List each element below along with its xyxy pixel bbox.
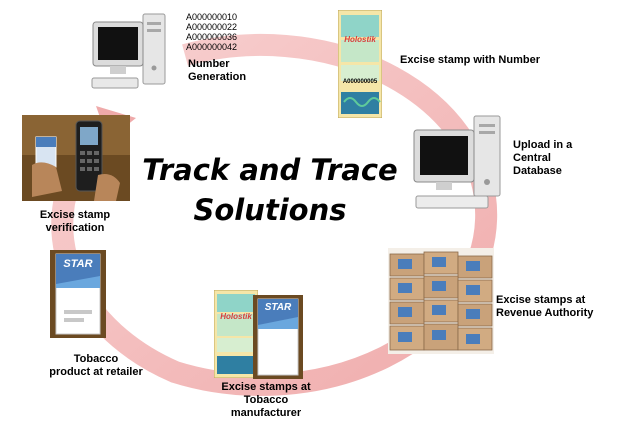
handheld-scanner-photo xyxy=(22,115,130,201)
manufacturer-stamp-image xyxy=(214,290,258,378)
stacked-boxes-image xyxy=(388,248,494,354)
manufacturer-stamp-brand: Holostik xyxy=(220,312,252,321)
stamp-brand-text: Holostik xyxy=(344,35,376,44)
step-label-tobacco-manufacturer: Excise stamps at Tobacco manufacturer xyxy=(221,381,311,419)
number-code: A000000042 xyxy=(186,42,238,52)
cigarette-pack-image xyxy=(253,295,303,379)
step-label-verification: Excise stamp verification xyxy=(39,209,111,234)
retailer-pack-brand: STAR xyxy=(63,258,93,270)
database-computer-icon xyxy=(413,115,501,209)
step-label-retailer: Tobacco product at retailer xyxy=(49,353,143,378)
excise-stamp-image xyxy=(338,10,382,118)
number-code: A000000036 xyxy=(186,32,238,42)
step-label-revenue-authority: Excise stamps at Revenue Authority xyxy=(496,294,594,319)
title-line-2: Solutions xyxy=(193,193,347,227)
retailer-product-image xyxy=(50,250,106,338)
step-label-excise-stamp-with-number: Excise stamp with Number xyxy=(400,54,540,66)
stamp-number-text: A000000005 xyxy=(342,79,378,85)
number-codes-list: A000000010 A000000022 A000000036 A000000… xyxy=(186,12,237,52)
step-label-number-generation: Number Generation xyxy=(188,58,247,83)
diagram-title: Track and Trace Solutions xyxy=(140,150,400,230)
pack-brand-text: STAR xyxy=(264,302,292,313)
computer-icon xyxy=(91,13,166,89)
step-label-upload-central-database: Upload in a Central Database xyxy=(513,139,573,177)
number-code: A000000010 xyxy=(186,12,238,22)
number-code: A000000022 xyxy=(186,22,238,32)
title-line-1: Track and Trace xyxy=(142,153,398,187)
